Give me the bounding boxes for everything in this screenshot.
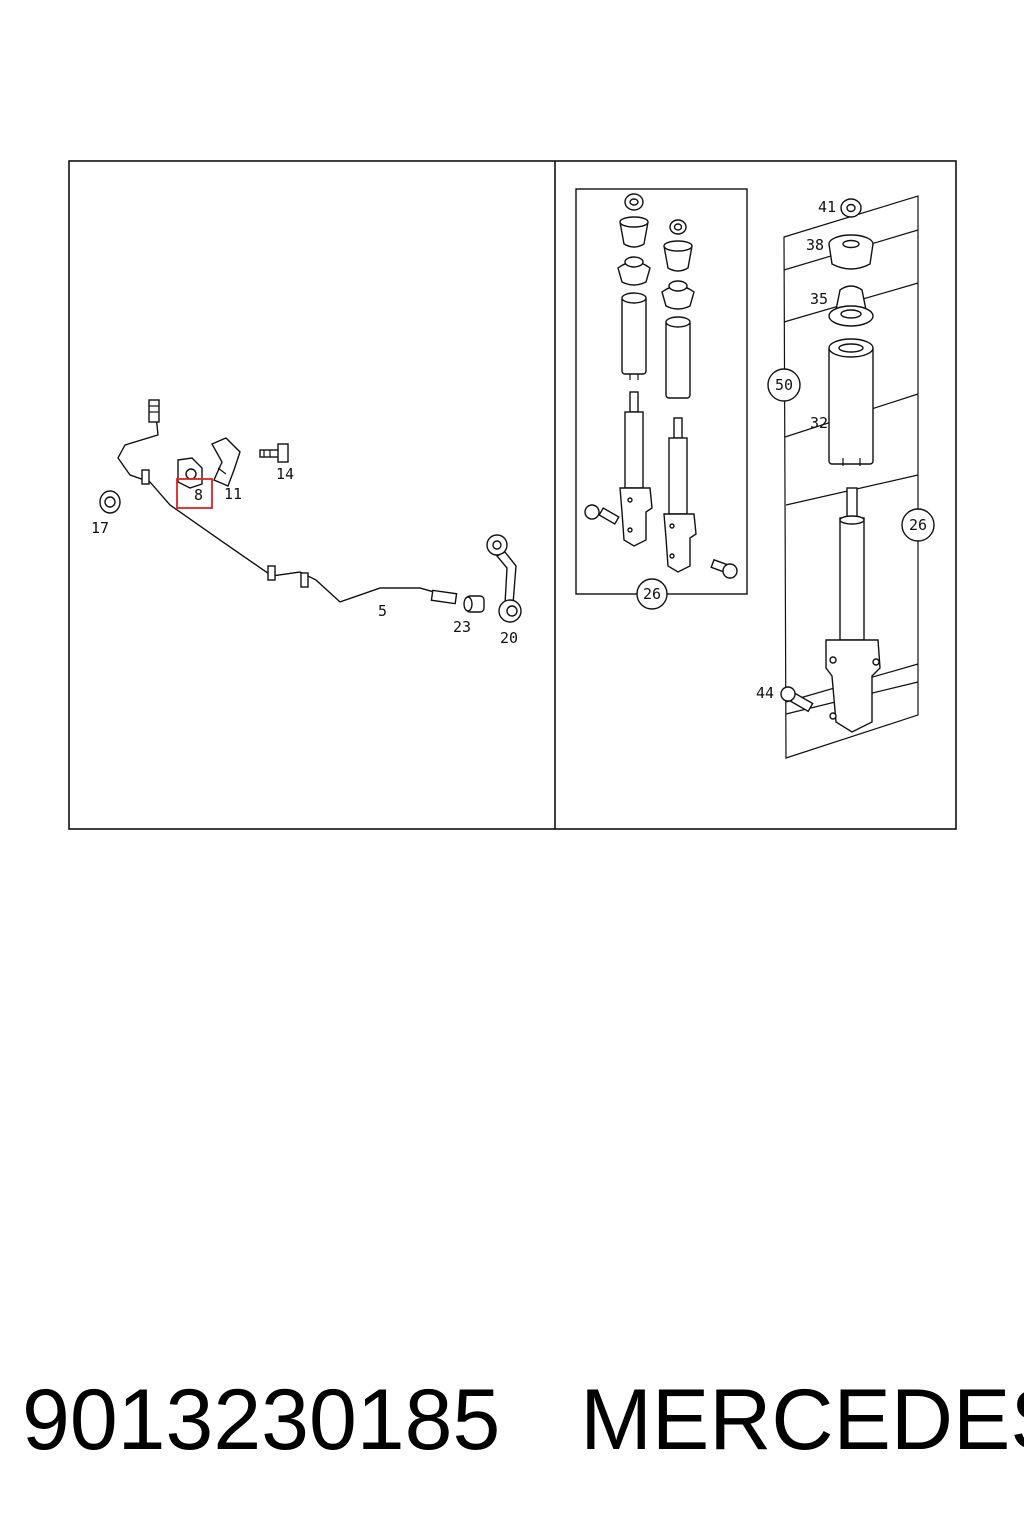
bump-stop-35	[828, 285, 874, 327]
nut-17	[99, 490, 121, 514]
callout-5: 5	[378, 602, 387, 620]
dust-boot-32	[828, 338, 874, 466]
bushing-23	[463, 595, 485, 613]
part-number: 9013230185	[22, 1372, 501, 1468]
link-20	[486, 534, 522, 623]
callout-32: 32	[810, 414, 828, 432]
bolt-14	[259, 443, 289, 463]
callout-8: 8	[194, 486, 203, 504]
callout-20: 20	[500, 629, 518, 647]
diagram-frame	[68, 160, 957, 830]
bracket-11	[211, 437, 241, 487]
callout-23: 23	[453, 618, 471, 636]
callout-11: 11	[224, 485, 242, 503]
callout-26-large: 26	[909, 516, 927, 534]
highlight-box	[176, 478, 213, 509]
callout-41: 41	[818, 198, 836, 216]
callout-35: 35	[810, 290, 828, 308]
bolt-44	[780, 686, 814, 713]
callout-26-small: 26	[643, 585, 661, 603]
brand-name: MERCEDES	[580, 1372, 1024, 1468]
top-mount-38	[828, 234, 874, 270]
nut-41	[840, 198, 862, 218]
product-caption: 9013230185 MERCEDES	[22, 1365, 1024, 1475]
callout-14: 14	[276, 465, 294, 483]
callout-44: 44	[756, 684, 774, 702]
shock-absorber-variants: 26	[575, 188, 748, 610]
strut-exploded-view: 41 38 35 50 32 26 44	[756, 195, 935, 759]
callout-50: 50	[775, 376, 793, 394]
shock-absorber-26	[825, 487, 881, 733]
callout-38: 38	[806, 236, 824, 254]
stabilizer-bar-assembly: 5 8 11 14 17 20 23	[91, 399, 522, 647]
callout-17: 17	[91, 519, 109, 537]
